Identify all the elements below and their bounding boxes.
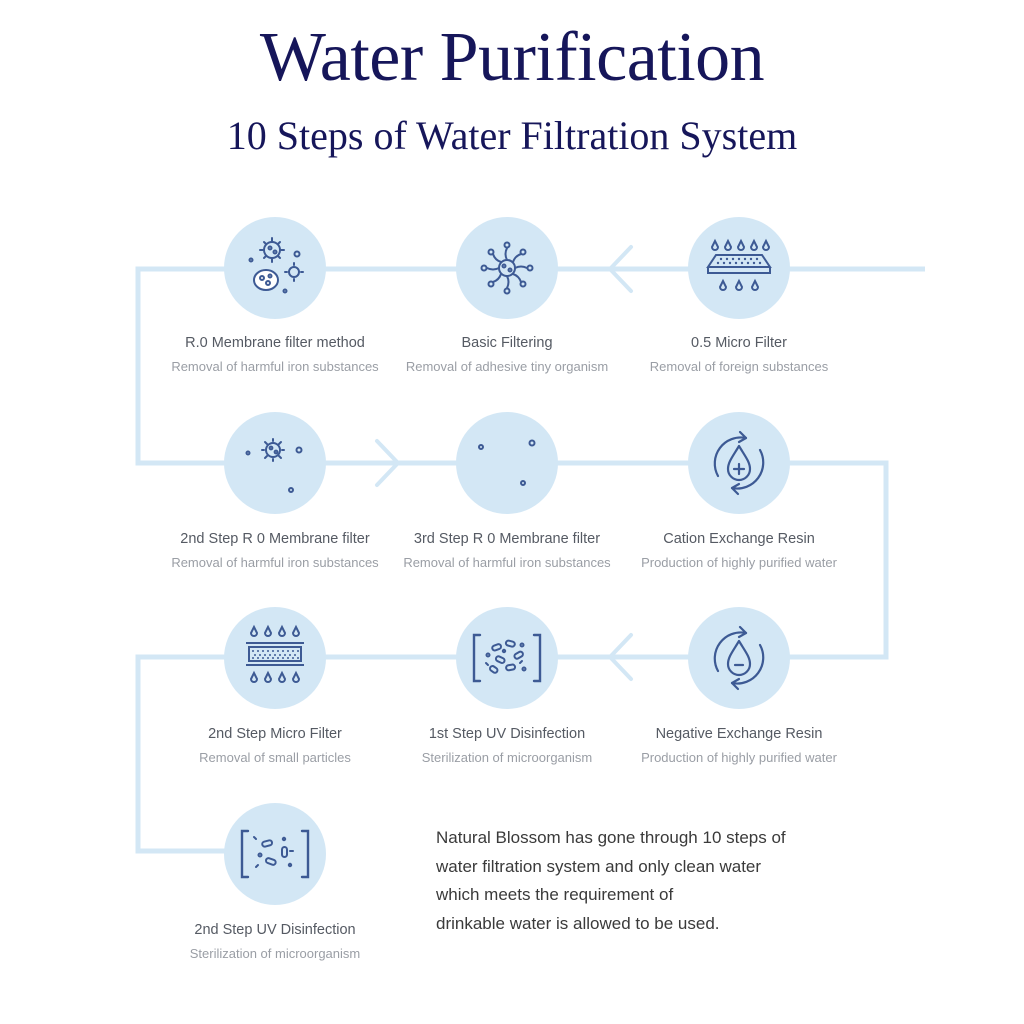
step-description: Removal of harmful iron substances [171, 359, 379, 374]
step-circle [688, 217, 790, 319]
step-name: Cation Exchange Resin [663, 531, 815, 547]
drop-plus-cycle-icon [713, 430, 765, 496]
step-circle [224, 607, 326, 709]
step-name: Basic Filtering [461, 335, 553, 351]
flow-arrow-left-icon [608, 245, 633, 293]
summary-line: water filtration system and only clean w… [436, 856, 762, 876]
summary-line: Natural Blossom has gone through 10 step… [436, 828, 786, 847]
flow-arrow-left-icon [608, 633, 633, 681]
step-name: R.0 Membrane filter method [185, 335, 365, 351]
step-description: Sterilization of microorganism [421, 750, 593, 765]
step-circle [224, 803, 326, 905]
step-name: 2nd Step R 0 Membrane filter [180, 531, 370, 547]
small-bacteria-icon [245, 438, 303, 493]
step-name: 3rd Step R 0 Membrane filter [413, 531, 601, 547]
page-title: Water Purification [259, 19, 765, 96]
uv-bracket-sparse-icon [240, 829, 310, 879]
step-name: 2nd Step Micro Filter [208, 726, 342, 742]
droplets-layer-icon [246, 624, 304, 683]
step-description: Removal of harmful iron substances [403, 555, 611, 570]
bacteria-cluster-icon [248, 237, 304, 294]
step-circle [456, 607, 558, 709]
uv-bracket-dense-icon [472, 633, 542, 683]
droplets-filter-icon [706, 238, 772, 291]
flow-line-row1 [135, 266, 925, 854]
step-description: Removal of foreign substances [649, 359, 829, 374]
step-circle [224, 217, 326, 319]
step-description: Removal of harmful iron substances [171, 555, 379, 570]
microorganism-icon [480, 241, 534, 295]
flow-arrow-right-icon [375, 439, 400, 487]
drop-minus-cycle-icon [713, 625, 765, 691]
step-name: Negative Exchange Resin [655, 726, 823, 742]
step-name: 2nd Step UV Disinfection [194, 922, 356, 938]
step-description: Production of highly purified water [641, 555, 837, 570]
step-description: Sterilization of microorganism [189, 946, 361, 961]
step-circle [688, 607, 790, 709]
step-circle [456, 412, 558, 514]
summary-text: Natural Blossom has gone through 10 step… [436, 824, 856, 938]
summary-line: drinkable water is allowed to be used. [436, 913, 720, 933]
page-subtitle: 10 Steps of Water Filtration System [226, 113, 798, 158]
step-circle [688, 412, 790, 514]
step-circle [224, 412, 326, 514]
step-description: Removal of small particles [199, 750, 351, 765]
step-circle [456, 217, 558, 319]
summary-line: which meets the requirement of [436, 885, 674, 904]
step-name: 0.5 Micro Filter [691, 335, 787, 351]
step-name: 1st Step UV Disinfection [428, 726, 586, 742]
step-description: Production of highly purified water [641, 750, 837, 765]
step-description: Removal of adhesive tiny organism [405, 359, 609, 374]
particles-icon [478, 439, 536, 486]
